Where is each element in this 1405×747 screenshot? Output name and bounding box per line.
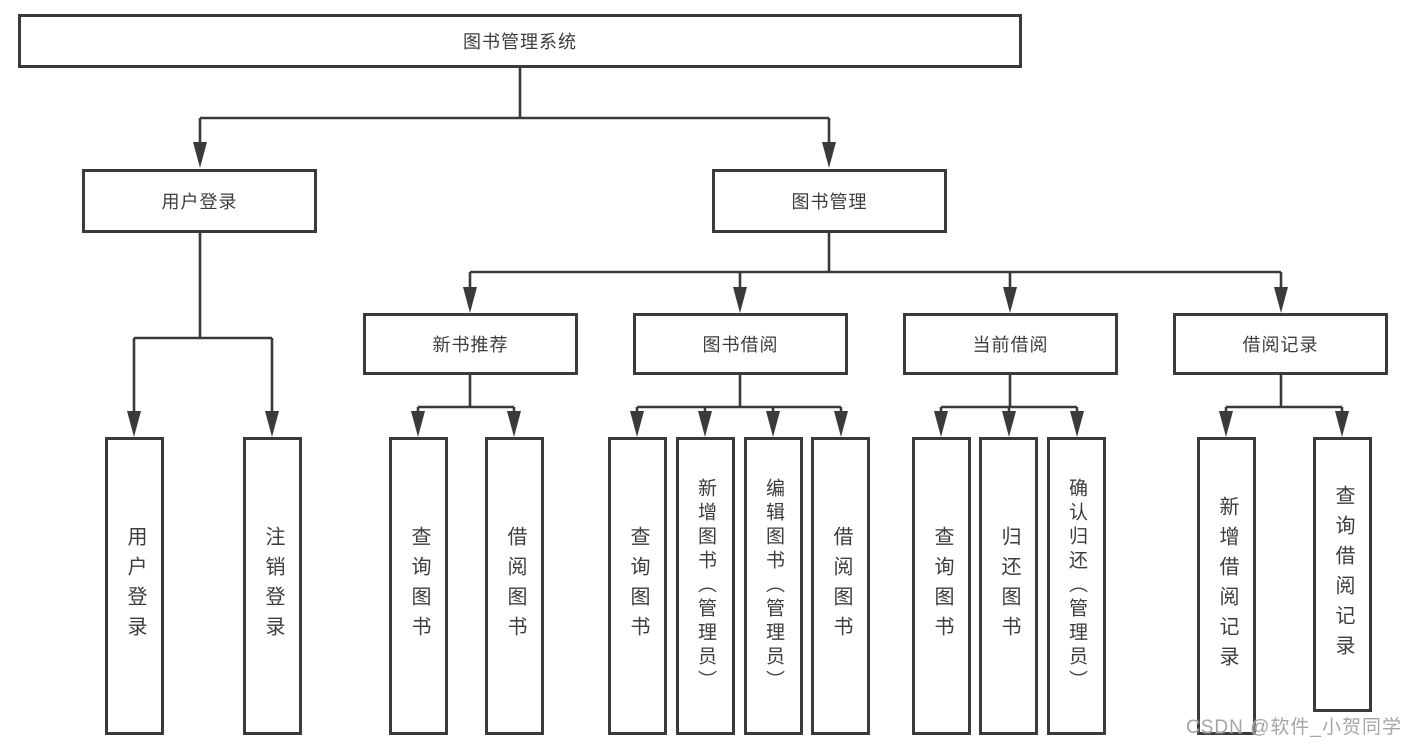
leaf-edit-books-admin: 编辑图书（管理员） bbox=[744, 437, 803, 735]
leaf-confirm-return-admin: 确认归还（管理员） bbox=[1047, 437, 1106, 735]
csdn-watermark: CSDN @软件_小贺同学 bbox=[1186, 717, 1402, 738]
node-current-borrow: 当前借阅 bbox=[903, 313, 1118, 375]
leaf-logout: 注销登录 bbox=[243, 437, 302, 735]
node-book-management: 图书管理 bbox=[712, 169, 947, 233]
leaf-current-query-books: 查询图书 bbox=[912, 437, 971, 735]
node-book-borrow: 图书借阅 bbox=[633, 313, 848, 375]
leaf-add-books-admin: 新增图书（管理员） bbox=[676, 437, 735, 735]
leaf-user-login: 用户登录 bbox=[105, 437, 164, 735]
node-user-login: 用户登录 bbox=[82, 169, 317, 233]
leaf-add-borrow-record: 新增借阅记录 bbox=[1197, 437, 1256, 735]
node-new-book-recommend: 新书推荐 bbox=[363, 313, 578, 375]
leaf-borrow-query-books: 查询图书 bbox=[608, 437, 667, 735]
node-root: 图书管理系统 bbox=[18, 14, 1022, 68]
leaf-recommend-borrow-books: 借阅图书 bbox=[485, 437, 544, 735]
leaf-return-books: 归还图书 bbox=[979, 437, 1038, 735]
leaf-recommend-query-books: 查询图书 bbox=[389, 437, 448, 735]
leaf-borrow-books: 借阅图书 bbox=[811, 437, 870, 735]
node-borrow-records: 借阅记录 bbox=[1173, 313, 1388, 375]
leaf-query-borrow-record: 查询借阅记录 bbox=[1313, 437, 1372, 712]
